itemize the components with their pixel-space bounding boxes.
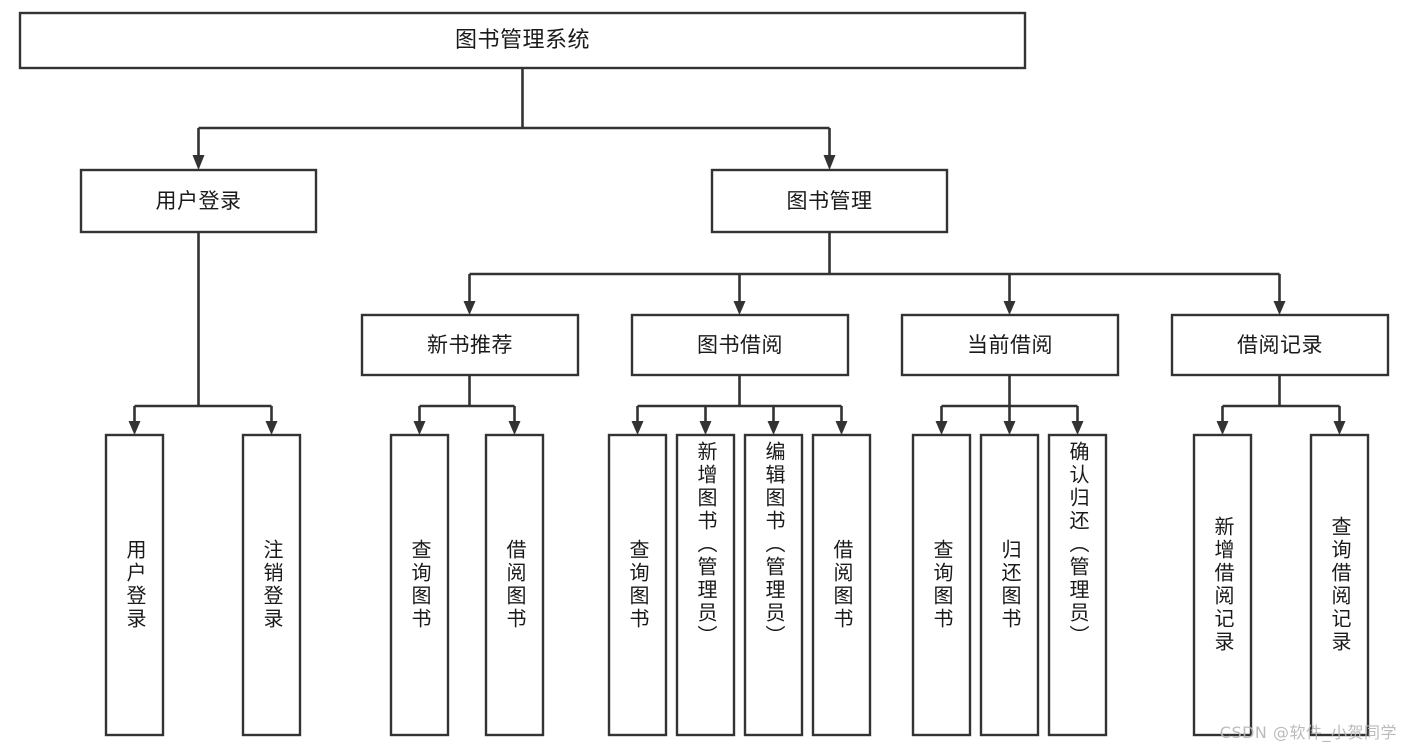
node-leaf-add-book-label: 新增图书（管理员）: [694, 441, 718, 648]
node-borrow-record-label: 借阅记录: [1237, 332, 1323, 357]
arrowhead-leaf-query-book-1: [413, 421, 426, 435]
node-leaf-borrow-book-1-label: 借阅图书: [503, 539, 527, 631]
node-book-borrow[interactable]: [630, 313, 850, 377]
node-root-label: 图书管理系统: [454, 27, 590, 53]
arrowhead-book-borrow: [733, 301, 746, 315]
csdn-watermark: CSDN @软件_小贺同学: [1219, 723, 1397, 742]
node-leaf-user-login-label: 用户登录: [123, 539, 147, 631]
arrowhead-leaf-edit-book: [767, 421, 780, 435]
arrowhead-user-login: [192, 155, 205, 170]
arrowhead-leaf-add-book: [699, 421, 712, 435]
arrowhead-current-borrow: [1003, 301, 1016, 315]
node-user-login[interactable]: [79, 168, 318, 234]
node-leaf-query-book-3-label: 查询图书: [930, 539, 954, 631]
node-leaf-query-book-2[interactable]: [607, 433, 668, 737]
node-root[interactable]: [18, 11, 1027, 70]
node-leaf-query-record-label: 查询借阅记录: [1328, 516, 1352, 654]
node-book-manage[interactable]: [710, 168, 949, 234]
node-leaf-confirm-return[interactable]: [1047, 433, 1108, 737]
node-leaf-add-record[interactable]: [1192, 433, 1253, 737]
node-leaf-confirm-return-label: 确认归还（管理员）: [1066, 441, 1090, 648]
node-book-manage-label: 图书管理: [786, 188, 873, 213]
arrowhead-leaf-query-record: [1333, 421, 1346, 435]
node-leaf-edit-book[interactable]: [743, 433, 804, 737]
node-leaf-query-book-2-label: 查询图书: [626, 539, 650, 631]
arrowhead-new-book-recommend: [463, 301, 476, 315]
node-current-borrow[interactable]: [900, 313, 1120, 377]
node-leaf-borrow-book-1[interactable]: [484, 433, 545, 737]
arrowhead-leaf-query-book-3: [935, 421, 948, 435]
arrowhead-leaf-confirm-return: [1071, 421, 1084, 435]
arrowhead-leaf-borrow-book-2: [835, 421, 848, 435]
node-leaf-return-book[interactable]: [979, 433, 1040, 737]
node-leaf-query-book-3[interactable]: [911, 433, 972, 737]
node-new-book-recommend-label: 新书推荐: [427, 332, 513, 357]
node-leaf-add-record-label: 新增借阅记录: [1211, 516, 1235, 654]
node-leaf-user-logout[interactable]: [241, 433, 302, 737]
connector-layer: [128, 68, 1346, 435]
node-current-borrow-label: 当前借阅: [967, 332, 1053, 357]
node-leaf-query-record[interactable]: [1309, 433, 1370, 737]
node-leaf-query-book-1-label: 查询图书: [408, 539, 432, 631]
arrowhead-book-manage: [823, 155, 836, 170]
arrowhead-borrow-record: [1273, 301, 1286, 315]
node-borrow-record[interactable]: [1170, 313, 1390, 377]
node-layer: [18, 11, 1390, 737]
node-leaf-borrow-book-2-label: 借阅图书: [830, 539, 854, 631]
arrowhead-leaf-query-book-2: [631, 421, 644, 435]
node-leaf-add-book[interactable]: [675, 433, 736, 737]
node-leaf-edit-book-label: 编辑图书（管理员）: [762, 441, 786, 648]
arrowhead-leaf-user-login: [128, 421, 141, 435]
node-leaf-query-book-1[interactable]: [389, 433, 450, 737]
node-user-login-label: 用户登录: [155, 188, 242, 213]
node-leaf-borrow-book-2[interactable]: [811, 433, 872, 737]
node-book-borrow-label: 图书借阅: [697, 332, 783, 357]
node-leaf-user-logout-label: 注销登录: [260, 539, 284, 631]
node-new-book-recommend[interactable]: [360, 313, 580, 377]
arrowhead-leaf-add-record: [1216, 421, 1229, 435]
arrowhead-leaf-return-book: [1003, 421, 1016, 435]
arrowhead-leaf-user-logout: [265, 421, 278, 435]
arrowhead-leaf-borrow-book-1: [508, 421, 521, 435]
node-leaf-user-login[interactable]: [104, 433, 165, 737]
node-leaf-return-book-label: 归还图书: [998, 539, 1022, 631]
